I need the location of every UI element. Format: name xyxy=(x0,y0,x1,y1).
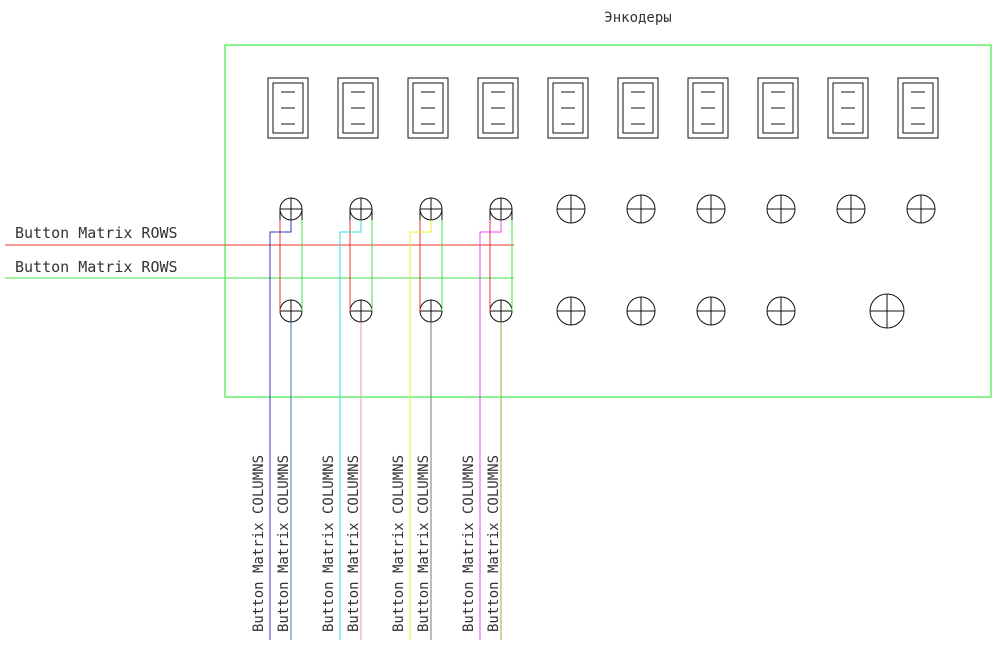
encoder-inner xyxy=(272,82,304,134)
button-bottom-6 xyxy=(626,296,656,326)
button-bottom-8 xyxy=(766,296,796,326)
encoder-6 xyxy=(617,77,659,139)
column-label-1: Button Matrix COLUMNS xyxy=(251,455,267,632)
encoder-inner xyxy=(692,82,724,134)
column-label-7: Button Matrix COLUMNS xyxy=(461,455,477,632)
column-label-6: Button Matrix COLUMNS xyxy=(416,455,432,632)
row-label-2: Button Matrix ROWS xyxy=(15,258,178,276)
encoder-inner xyxy=(902,82,934,134)
encoder-inner xyxy=(622,82,654,134)
button-row-bottom xyxy=(279,293,905,329)
button-top-5 xyxy=(556,194,586,224)
column-labels: Button Matrix COLUMNS Button Matrix COLUM… xyxy=(251,455,502,632)
column-label-5: Button Matrix COLUMNS xyxy=(391,455,407,632)
button-bottom-7 xyxy=(696,296,726,326)
column-wire-a xyxy=(479,220,502,640)
column-wire-a xyxy=(409,220,432,640)
encoder-8 xyxy=(757,77,799,139)
button-bottom-4 xyxy=(489,299,513,323)
button-bottom-1 xyxy=(279,299,303,323)
button-top-10 xyxy=(906,194,936,224)
diagram-title: Энкодеры xyxy=(604,10,671,26)
button-top-7 xyxy=(696,194,726,224)
encoder-outer xyxy=(757,77,799,139)
column-label-2: Button Matrix COLUMNS xyxy=(276,455,292,632)
encoder-inner xyxy=(412,82,444,134)
column-label-3: Button Matrix COLUMNS xyxy=(321,455,337,632)
button-row-top xyxy=(279,194,936,234)
panel-frame xyxy=(224,44,992,398)
encoder-5 xyxy=(547,77,589,139)
encoder-outer xyxy=(267,77,309,139)
encoder-inner xyxy=(482,82,514,134)
wiring xyxy=(5,220,514,640)
encoder-1 xyxy=(267,77,309,139)
button-top-6 xyxy=(626,194,656,224)
button-top-9 xyxy=(836,194,866,224)
encoder-2 xyxy=(337,77,379,139)
encoder-inner xyxy=(342,82,374,134)
column-wires-4 xyxy=(479,220,513,640)
column-label-8: Button Matrix COLUMNS xyxy=(486,455,502,632)
encoder-row xyxy=(267,77,939,139)
column-wires-2 xyxy=(339,220,373,640)
encoder-outer xyxy=(827,77,869,139)
button-top-8 xyxy=(766,194,796,224)
button-bottom-large xyxy=(869,293,905,329)
encoder-inner xyxy=(762,82,794,134)
encoder-inner xyxy=(552,82,584,134)
encoder-9 xyxy=(827,77,869,139)
encoder-outer xyxy=(477,77,519,139)
encoder-outer xyxy=(407,77,449,139)
button-bottom-3 xyxy=(419,299,443,323)
encoder-outer xyxy=(897,77,939,139)
encoder-3 xyxy=(407,77,449,139)
encoder-outer xyxy=(337,77,379,139)
button-bottom-2 xyxy=(349,299,373,323)
encoder-outer xyxy=(687,77,729,139)
button-bottom-5 xyxy=(556,296,586,326)
encoder-7 xyxy=(687,77,729,139)
encoder-inner xyxy=(832,82,864,134)
column-wires-3 xyxy=(409,220,443,640)
encoder-10 xyxy=(897,77,939,139)
column-wire-a xyxy=(269,220,292,640)
row-label-1: Button Matrix ROWS xyxy=(15,224,178,242)
column-label-4: Button Matrix COLUMNS xyxy=(346,455,362,632)
encoder-4 xyxy=(477,77,519,139)
encoder-outer xyxy=(617,77,659,139)
column-wires-1 xyxy=(269,220,303,640)
column-wire-a xyxy=(339,220,362,640)
encoder-outer xyxy=(547,77,589,139)
